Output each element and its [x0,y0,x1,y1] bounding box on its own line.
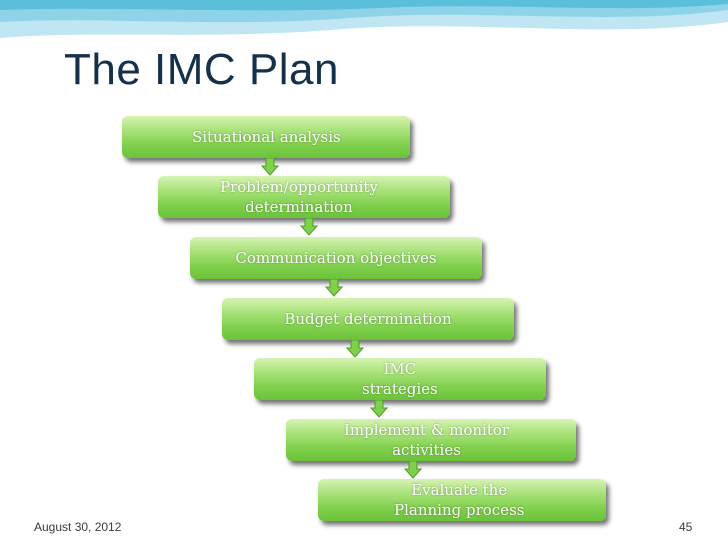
step-budget-determination: Budget determination [222,298,514,340]
down-arrow-icon [261,158,279,176]
step-label: Situational analysis [192,127,341,146]
step-label: Budget determination [284,309,452,328]
step-evaluate-planning: Evaluate the Planning process [318,479,606,521]
header-wave-decoration [0,0,728,38]
step-label: Implement & monitor activities [344,420,510,459]
step-problem-opportunity: Problem/opportunity determination [158,176,450,218]
step-label: IMC strategies [362,359,438,398]
step-label: Evaluate the Planning process [394,480,525,519]
step-imc-strategies: IMC strategies [254,358,546,400]
step-label: Communication objectives [235,248,437,267]
step-situational-analysis: Situational analysis [122,116,410,158]
slide-date: August 30, 2012 [34,520,122,534]
down-arrow-icon [325,279,343,297]
step-implement-monitor: Implement & monitor activities [286,419,576,461]
down-arrow-icon [346,340,364,358]
down-arrow-icon [370,400,388,418]
step-communication-objectives: Communication objectives [190,237,482,279]
step-label: Problem/opportunity determination [220,177,378,216]
slide-page-number: 45 [679,520,693,534]
down-arrow-icon [300,218,318,236]
down-arrow-icon [404,461,422,479]
slide-title: The IMC Plan [64,45,339,94]
